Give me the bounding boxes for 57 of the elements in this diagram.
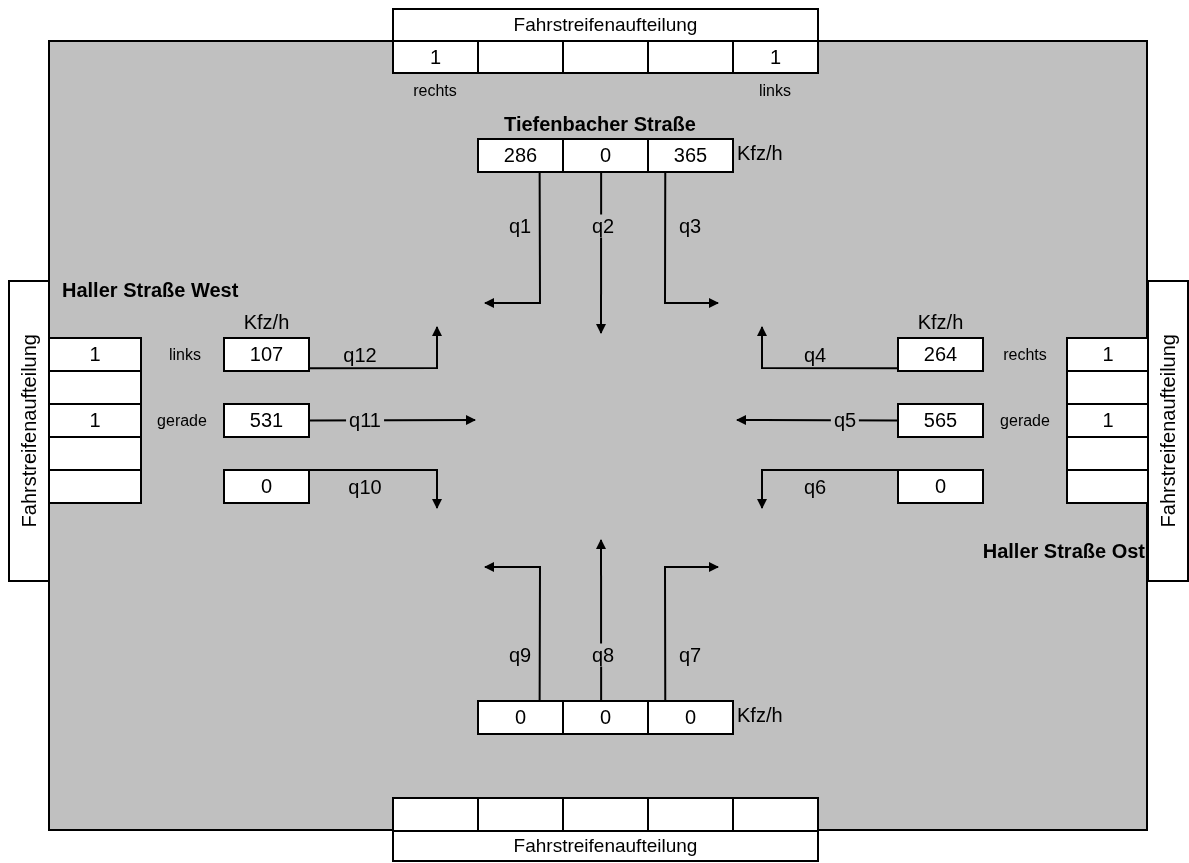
unit-label: Kfz/h [737,704,784,727]
turn-arrow [664,172,719,308]
lane-label: gerade [156,412,208,430]
lane-label: links [758,82,792,100]
count-cell: 0 [477,700,564,735]
lane-cell [48,436,142,471]
lane-label: links [168,346,202,364]
turn-arrow [757,469,898,509]
table-header: Fahrstreifenaufteilung [1147,280,1189,582]
turn-arrow [309,469,442,509]
count-cell: 286 [477,138,564,173]
count-cell: 107 [223,337,310,372]
count-cell: 0 [223,469,310,504]
lane-label: gerade [999,412,1051,430]
lane-cell [48,370,142,405]
lane-cell: 1 [48,337,142,372]
street-name: Haller Straße West [62,279,240,302]
count-cell: 0 [897,469,984,504]
street-name: Haller Straße Ost [981,540,1145,563]
unit-label: Kfz/h [737,142,784,165]
count-cell: 531 [223,403,310,438]
lane-cell [477,797,564,832]
table-header: Fahrstreifenaufteilung [8,280,50,582]
table-header: Fahrstreifenaufteilung [392,830,819,862]
lane-cell: 1 [1066,403,1150,438]
lane-cell [48,469,142,504]
turn-arrow [757,326,898,370]
count-cell: 365 [647,138,734,173]
lane-cell [477,40,564,74]
turn-arrow [484,562,541,701]
count-cell: 565 [897,403,984,438]
count-cell: 264 [897,337,984,372]
lane-cell [562,797,649,832]
count-cell: 0 [647,700,734,735]
lane-label: rechts [1002,346,1048,364]
unit-label: Kfz/h [242,311,291,334]
lane-cell [1066,469,1150,504]
lane-cell [562,40,649,74]
lane-cell [647,797,734,832]
lane-cell: 1 [392,40,479,74]
lane-cell [392,797,479,832]
turn-arrow [664,562,719,701]
lane-cell [732,797,819,832]
lane-cell: 1 [1066,337,1150,372]
turn-arrow [484,172,541,308]
lane-cell: 1 [48,403,142,438]
count-cell: 0 [562,700,649,735]
count-cell: 0 [562,138,649,173]
lane-cell [1066,436,1150,471]
street-name: Tiefenbacher Straße [503,113,697,136]
lane-cell [1066,370,1150,405]
lane-label: rechts [412,82,458,100]
turn-arrow [309,326,442,370]
unit-label: Kfz/h [916,311,965,334]
lane-cell [647,40,734,74]
table-header: Fahrstreifenaufteilung [392,8,819,42]
lane-cell: 1 [732,40,819,74]
